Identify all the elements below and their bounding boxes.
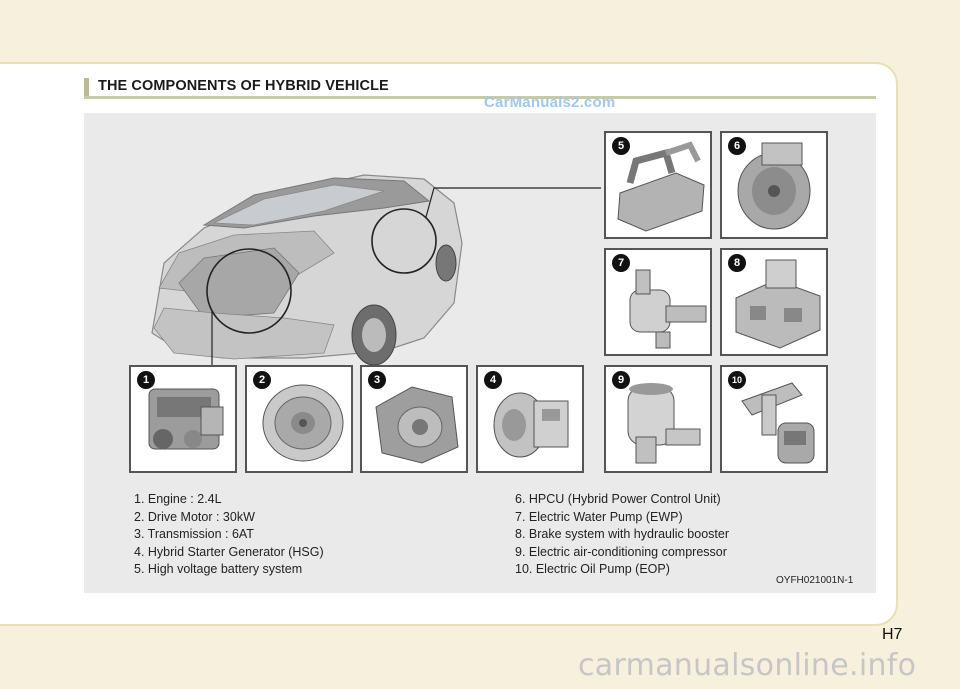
component-badge-7: 7: [612, 254, 630, 272]
vehicle-illustration: [151, 174, 601, 366]
component-photo-2: 2: [245, 365, 353, 473]
section-title: THE COMPONENTS OF HYBRID VEHICLE: [98, 78, 389, 94]
ac-compressor-photo-icon: [627, 383, 701, 464]
legend-item-7: 7. Electric Water Pump (EWP): [515, 509, 683, 524]
component-badge-1: 1: [137, 371, 155, 389]
rear-leader-line: [425, 187, 601, 218]
component-photo-4: 4: [476, 365, 584, 473]
oil-pump-photo-icon: [741, 382, 815, 464]
car-windshield: [213, 184, 385, 226]
top-watermark: CarManuals2.com: [484, 94, 616, 111]
component-photo-1: 1: [129, 365, 237, 473]
battery-system-photo-icon: [617, 141, 705, 232]
component-badge-6: 6: [728, 137, 746, 155]
legend-left: 1. Engine : 2.4L 2. Drive Motor : 30kW 3…: [134, 491, 324, 579]
component-badge-10: 10: [728, 371, 746, 389]
hsg-photo-icon: [493, 392, 569, 458]
legend-item-6: 6. HPCU (Hybrid Power Control Unit): [515, 492, 721, 506]
component-badge-5: 5: [612, 137, 630, 155]
component-photo-8: 8: [720, 248, 828, 356]
transmission-photo-icon: [375, 386, 459, 464]
component-photo-5: 5: [604, 131, 712, 239]
page-number: H7: [882, 626, 903, 643]
component-photo-6: 6: [720, 131, 828, 239]
component-badge-4: 4: [484, 371, 502, 389]
legend-item-1: 1. Engine : 2.4L: [134, 492, 222, 506]
legend-item-2: 2. Drive Motor : 30kW: [134, 509, 255, 524]
brake-system-photo-icon: [735, 259, 821, 349]
legend-item-5: 5. High voltage battery system: [134, 562, 303, 576]
water-pump-photo-icon: [629, 269, 707, 349]
component-photo-7: 7: [604, 248, 712, 356]
legend-item-3: 3. Transmission : 6AT: [134, 527, 254, 541]
section-title-bar: THE COMPONENTS OF HYBRID VEHICLE: [84, 78, 876, 99]
components-figure: 1 2 3 4: [84, 113, 876, 593]
legend-item-10: 10. Electric Oil Pump (EOP): [515, 562, 670, 576]
engine-highlight-circle: [206, 248, 292, 334]
legend-item-9: 9. Electric air-conditioning compressor: [515, 544, 727, 559]
legend-item-8: 8. Brake system with hydraulic booster: [515, 527, 729, 541]
drive-motor-photo-icon: [262, 384, 344, 462]
component-badge-8: 8: [728, 254, 746, 272]
engine-photo-icon: [148, 388, 224, 450]
component-photo-10: 10: [720, 365, 828, 473]
component-photo-9: 9: [604, 365, 712, 473]
component-badge-3: 3: [368, 371, 386, 389]
car-wheel-rear: [435, 244, 457, 282]
hpcu-photo-icon: [737, 142, 811, 230]
title-accent-bar: [84, 78, 89, 96]
component-photo-3: 3: [360, 365, 468, 473]
component-badge-2: 2: [253, 371, 271, 389]
component-badge-9: 9: [612, 371, 630, 389]
bottom-watermark: carmanualsonline.info: [578, 648, 917, 683]
legend-right: 6. HPCU (Hybrid Power Control Unit) 7. E…: [515, 491, 729, 579]
legend-item-4: 4. Hybrid Starter Generator (HSG): [134, 544, 324, 559]
rear-highlight-circle: [371, 208, 437, 274]
figure-code: OYFH021001N-1: [776, 575, 854, 586]
